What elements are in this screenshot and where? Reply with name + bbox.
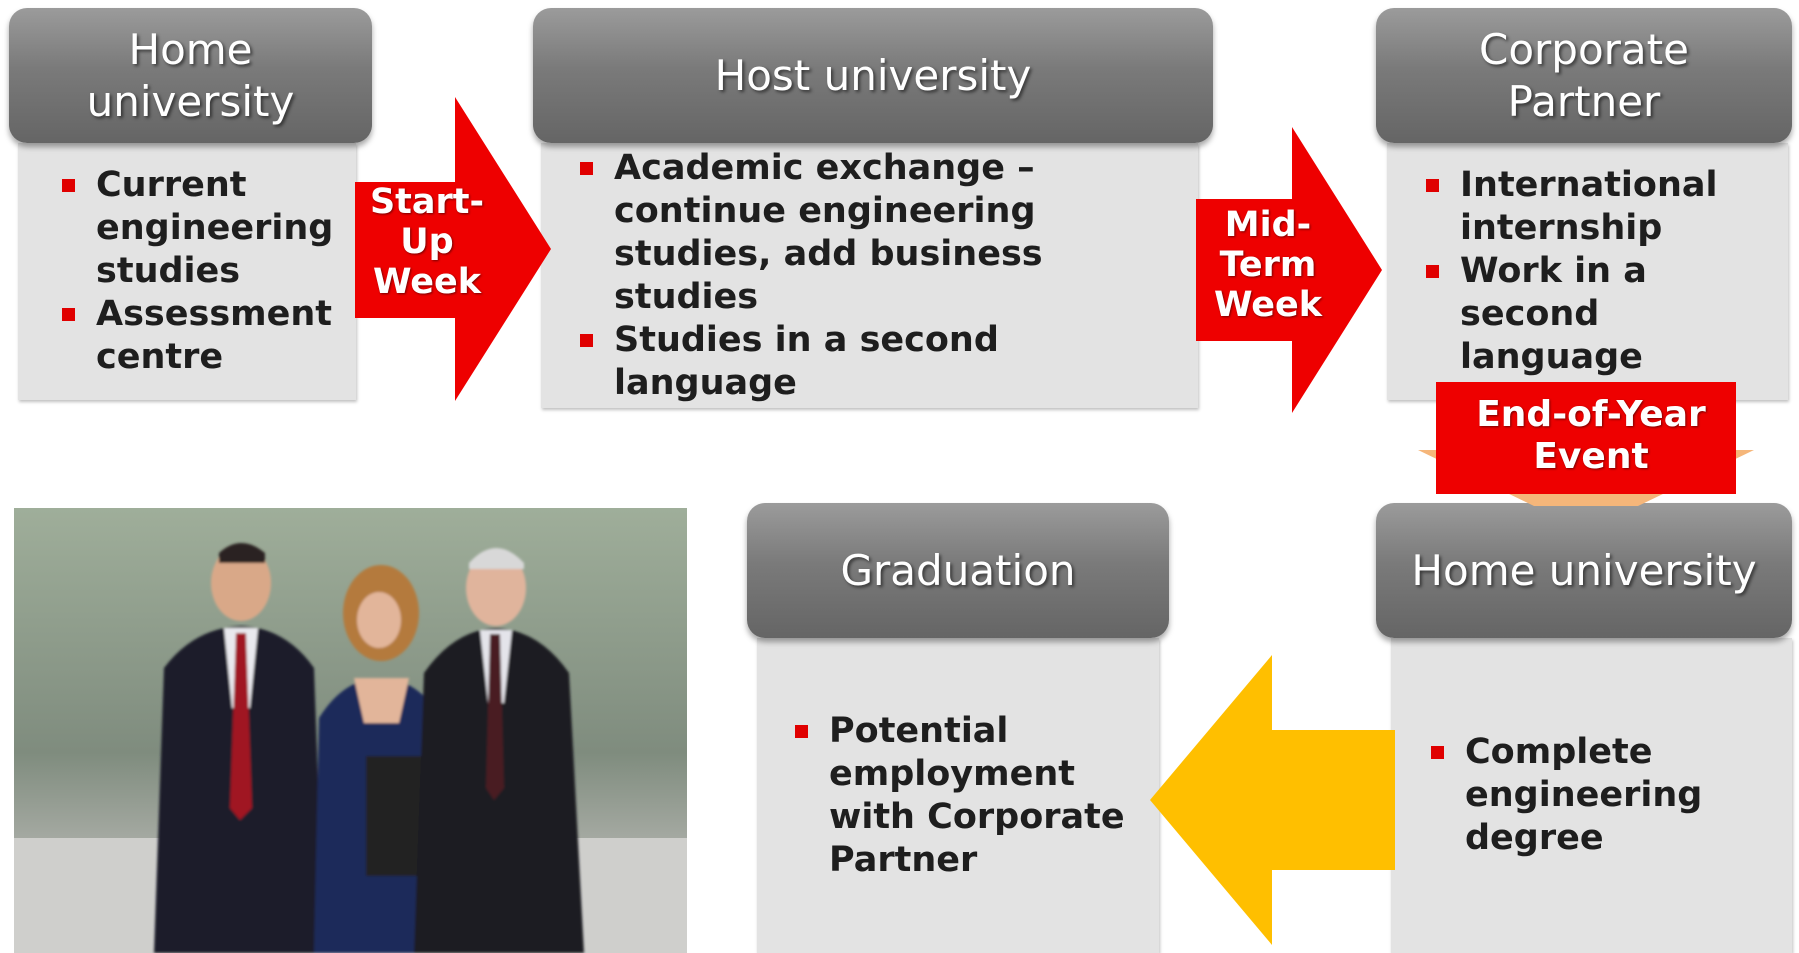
bullet-icon bbox=[62, 179, 75, 192]
list-item: Assessment centre bbox=[58, 293, 346, 379]
corporate-partner-body: International internship Work in a secon… bbox=[1387, 143, 1788, 400]
start-up-week-label: Start-Up Week bbox=[369, 182, 485, 302]
home-university-start-list: Current engineering studies Assessment c… bbox=[58, 164, 346, 379]
home-university-end-list: Complete engineering degree bbox=[1427, 731, 1725, 860]
host-university-body: Academic exchange – continue engineering… bbox=[541, 143, 1198, 408]
corporate-partner-header: Corporate Partner bbox=[1376, 8, 1792, 143]
host-university-title: Host university bbox=[714, 50, 1032, 100]
graduation-photo-image bbox=[14, 508, 687, 953]
list-item: Academic exchange – continue engineering… bbox=[576, 147, 1178, 319]
list-item: Studies in a second language bbox=[576, 319, 1178, 405]
mid-term-week-arrow-icon bbox=[1196, 127, 1382, 413]
home-university-start-body: Current engineering studies Assessment c… bbox=[18, 143, 356, 400]
graduation-list: Potential employment with Corporate Part… bbox=[791, 710, 1149, 882]
corporate-partner-list: International internship Work in a secon… bbox=[1422, 164, 1778, 379]
end-of-year-event-label: End-of-Year Event bbox=[1476, 394, 1706, 477]
list-item: Current engineering studies bbox=[58, 164, 346, 293]
corporate-partner-title: Corporate Partner bbox=[1479, 24, 1689, 126]
bullet-icon bbox=[1431, 746, 1444, 759]
graduation-body: Potential employment with Corporate Part… bbox=[757, 638, 1159, 953]
host-university-header: Host university bbox=[533, 8, 1213, 143]
bullet-icon bbox=[795, 724, 808, 738]
return-arrow-icon bbox=[1150, 655, 1395, 945]
list-item: Work in a second language bbox=[1422, 250, 1778, 379]
home-university-start-header: Home university bbox=[9, 8, 372, 143]
home-university-end-title: Home university bbox=[1411, 545, 1757, 595]
home-university-end-body: Complete engineering degree bbox=[1391, 638, 1792, 953]
home-university-start-title: Home university bbox=[86, 24, 295, 126]
host-university-list: Academic exchange – continue engineering… bbox=[576, 147, 1178, 405]
bullet-icon bbox=[1426, 265, 1439, 278]
list-item: Complete engineering degree bbox=[1427, 731, 1725, 860]
start-up-week-arrow-icon bbox=[355, 97, 551, 401]
graduation-ceremony-photo bbox=[14, 508, 687, 953]
bullet-icon bbox=[1426, 179, 1439, 192]
bullet-icon bbox=[580, 161, 593, 175]
list-item: International internship bbox=[1422, 164, 1778, 250]
bullet-icon bbox=[62, 308, 75, 321]
mid-term-week-label: Mid-Term Week bbox=[1213, 205, 1323, 325]
list-item: Potential employment with Corporate Part… bbox=[791, 710, 1149, 882]
end-of-year-event-arrow-icon bbox=[1418, 382, 1754, 506]
graduation-title: Graduation bbox=[840, 545, 1076, 595]
bullet-icon bbox=[580, 333, 593, 347]
graduation-header: Graduation bbox=[747, 503, 1169, 638]
home-university-end-header: Home university bbox=[1376, 503, 1792, 638]
